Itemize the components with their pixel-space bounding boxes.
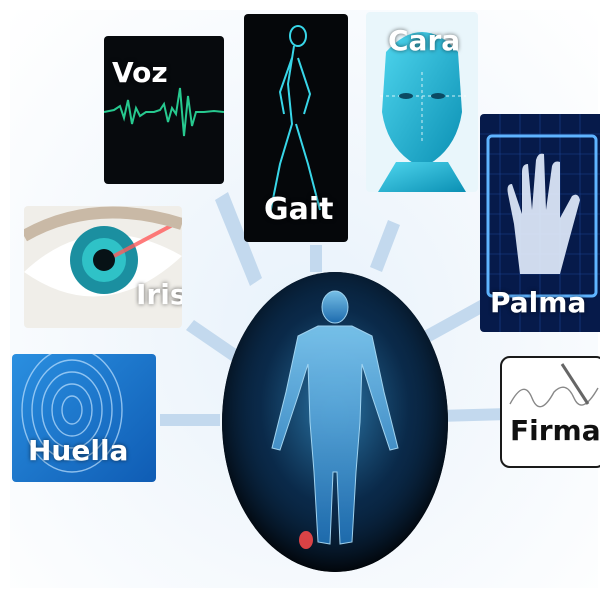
node-iris: Iris: [24, 206, 182, 328]
label-gait: Gait: [264, 192, 334, 227]
node-huella: Huella: [12, 354, 156, 482]
label-iris: Iris: [136, 278, 182, 311]
label-voz: Voz: [112, 56, 168, 89]
label-palma: Palma: [490, 286, 586, 319]
node-gait: Gait: [244, 14, 348, 242]
arrow-gait: [310, 245, 322, 272]
node-voz: Voz: [104, 36, 224, 184]
arrow-cara: [370, 220, 400, 272]
label-huella: Huella: [28, 434, 128, 467]
node-palma: Palma: [480, 114, 600, 332]
label-cara: Cara: [388, 24, 460, 57]
hub-human-figure: [222, 272, 448, 572]
label-firma: Firma: [510, 414, 600, 447]
node-cara: Cara: [366, 12, 478, 192]
signature-pen-icon: [502, 358, 600, 466]
node-firma: Firma: [500, 356, 600, 468]
human-body-icon: [222, 272, 448, 572]
diagram-canvas: Voz Gait: [10, 10, 598, 588]
arrow-huella: [160, 414, 220, 426]
